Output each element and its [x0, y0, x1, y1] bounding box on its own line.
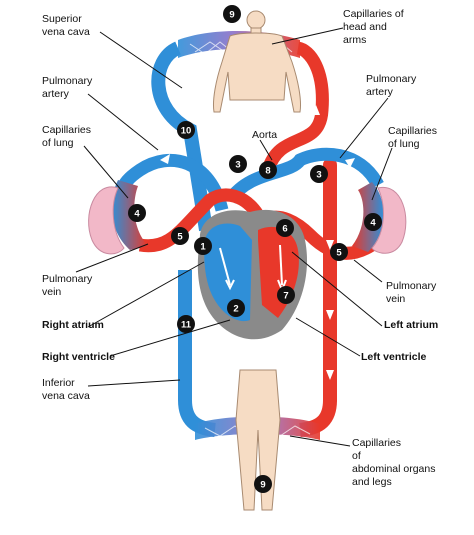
- svg-text:4: 4: [370, 218, 376, 229]
- label-pulmonary-artery-left: Pulmonary artery: [42, 75, 95, 100]
- svg-text:8: 8: [265, 166, 270, 177]
- step-marker-1: 1: [194, 237, 212, 255]
- label-pulmonary-artery-right: Pulmonary artery: [366, 73, 419, 98]
- step-marker-2: 2: [227, 299, 245, 317]
- svg-text:1: 1: [200, 242, 206, 253]
- label-aorta: Aorta: [252, 129, 277, 141]
- svg-text:5: 5: [177, 232, 183, 243]
- label-capillaries-lung-right: Capillaries of lung: [388, 125, 440, 150]
- pulmonary-artery-right-vessel: [224, 147, 384, 205]
- label-left-ventricle: Left ventricle: [361, 351, 427, 363]
- svg-text:7: 7: [283, 291, 288, 302]
- aortic-arch-up: [261, 41, 329, 173]
- svg-text:9: 9: [260, 480, 265, 491]
- svg-text:3: 3: [235, 160, 240, 171]
- label-left-atrium: Left atrium: [384, 319, 438, 331]
- right-heart-chambers: [204, 223, 252, 322]
- svg-text:10: 10: [181, 126, 192, 137]
- svg-text:6: 6: [282, 224, 287, 235]
- label-capillaries-head: Capillaries of head and arms: [343, 8, 407, 46]
- step-marker-3-left: 3: [229, 155, 247, 173]
- pulmonary-vein-left-vessel: [138, 188, 264, 253]
- upper-body-figure: [213, 10, 301, 113]
- step-marker-7: 7: [277, 286, 295, 304]
- step-marker-8: 8: [259, 161, 277, 179]
- label-right-atrium: Right atrium: [42, 319, 104, 331]
- svg-text:2: 2: [233, 304, 238, 315]
- step-marker-9-top: 9: [223, 5, 241, 23]
- svg-text:5: 5: [336, 248, 342, 259]
- right-lung: [371, 186, 407, 254]
- lower-body-figure: [235, 369, 281, 511]
- label-pulmonary-vein-right: Pulmonary vein: [386, 280, 439, 305]
- svg-text:11: 11: [181, 320, 192, 331]
- step-marker-11: 11: [177, 315, 195, 333]
- step-marker-6: 6: [276, 219, 294, 237]
- step-marker-3-right: 3: [310, 165, 328, 183]
- step-marker-10: 10: [177, 121, 195, 139]
- step-marker-5-right: 5: [330, 243, 348, 261]
- step-marker-4-right: 4: [364, 213, 382, 231]
- left-lung: [88, 186, 125, 255]
- step-marker-4-left: 4: [128, 204, 146, 222]
- label-pulmonary-vein-left: Pulmonary vein: [42, 273, 95, 298]
- label-capillaries-lung-left: Capillaries of lung: [42, 124, 94, 149]
- label-capillaries-abdominal: Capillaries of abdominal organs and legs: [352, 437, 438, 488]
- step-marker-9-bottom: 9: [254, 475, 272, 493]
- svg-text:4: 4: [134, 209, 140, 220]
- label-superior-vena-cava: Superior vena cava: [42, 13, 90, 38]
- svg-text:9: 9: [229, 10, 234, 21]
- leader-lines: [75, 27, 393, 447]
- label-inferior-vena-cava: Inferior vena cava: [42, 377, 90, 402]
- svg-text:3: 3: [316, 170, 321, 181]
- step-marker-5-left: 5: [171, 227, 189, 245]
- label-right-ventricle: Right ventricle: [42, 351, 115, 363]
